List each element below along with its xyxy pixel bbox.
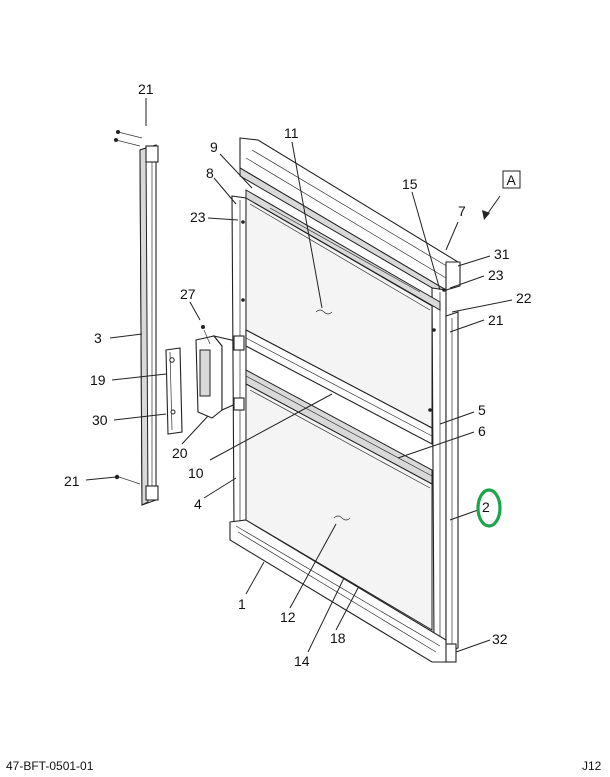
drawing-number: 47-BFT-0501-01 [6, 759, 94, 773]
callout-6: 6 [478, 423, 486, 439]
callout-18: 18 [330, 630, 346, 646]
callout-22: 22 [516, 290, 532, 306]
callout-20: 20 [172, 445, 188, 461]
callout-labels: 21 11 9 8 23 15 7 31 23 22 21 27 3 19 30… [64, 81, 532, 669]
view-marker: A [502, 170, 521, 189]
callout-23-right: 23 [488, 267, 504, 283]
callout-2: 2 [482, 499, 490, 515]
callout-12: 12 [280, 609, 296, 625]
callout-8: 8 [206, 165, 214, 181]
callout-14: 14 [294, 653, 310, 669]
highlight-ring [476, 488, 502, 528]
callout-30: 30 [92, 412, 108, 428]
callout-23-left: 23 [190, 209, 206, 225]
callout-19: 19 [90, 372, 106, 388]
callout-21-top: 21 [138, 81, 154, 97]
view-marker-label: A [507, 172, 517, 188]
latch-bracket [165, 347, 183, 435]
callout-11: 11 [284, 125, 299, 141]
callout-31: 31 [494, 246, 510, 262]
callout-21-right: 21 [488, 312, 504, 328]
callout-15: 15 [402, 176, 418, 192]
callout-32: 32 [492, 631, 508, 647]
callout-1: 1 [238, 596, 246, 612]
callout-5: 5 [478, 402, 486, 418]
callout-3: 3 [94, 330, 102, 346]
callout-7: 7 [458, 203, 466, 219]
callout-21-bottom: 21 [64, 473, 80, 489]
sheet-code: J12 [582, 759, 602, 773]
callout-10: 10 [188, 465, 204, 481]
callout-27: 27 [180, 286, 196, 302]
callout-4: 4 [194, 496, 202, 512]
callout-9: 9 [210, 139, 218, 155]
left-channel [114, 130, 159, 506]
door-assembly [229, 137, 461, 663]
leader-lines [85, 98, 513, 653]
